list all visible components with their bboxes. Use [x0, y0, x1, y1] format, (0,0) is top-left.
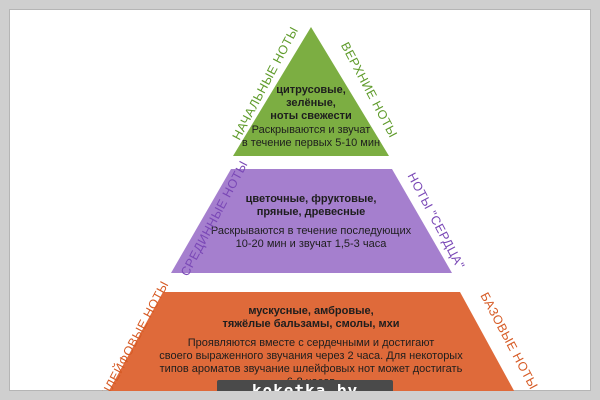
middle-notes-list: цветочные, фруктовые,пряные, древесные — [245, 193, 377, 218]
bottom-tier-text: мускусные, амбровые,тяжёлые бальзамы, см… — [155, 305, 467, 389]
top-notes-list: цитрусовые,зелёные,ноты свежести — [270, 84, 352, 122]
watermark-logo: koketka.by — [217, 380, 393, 391]
top-tier-text: цитрусовые,зелёные,ноты свежести Раскрыв… — [201, 84, 421, 150]
pyramid-tier-top — [233, 27, 389, 156]
bottom-notes-description: Проявляются вместе с сердечными и достиг… — [159, 337, 463, 388]
middle-tier-text: цветочные, фруктовые,пряные, древесные Р… — [201, 193, 421, 251]
pyramid-tier-middle — [171, 169, 452, 273]
pyramid-tier-bottom — [108, 292, 515, 391]
fragrance-pyramid — [108, 27, 515, 391]
bottom-notes-list: мускусные, амбровые,тяжёлые бальзамы, см… — [222, 305, 400, 330]
